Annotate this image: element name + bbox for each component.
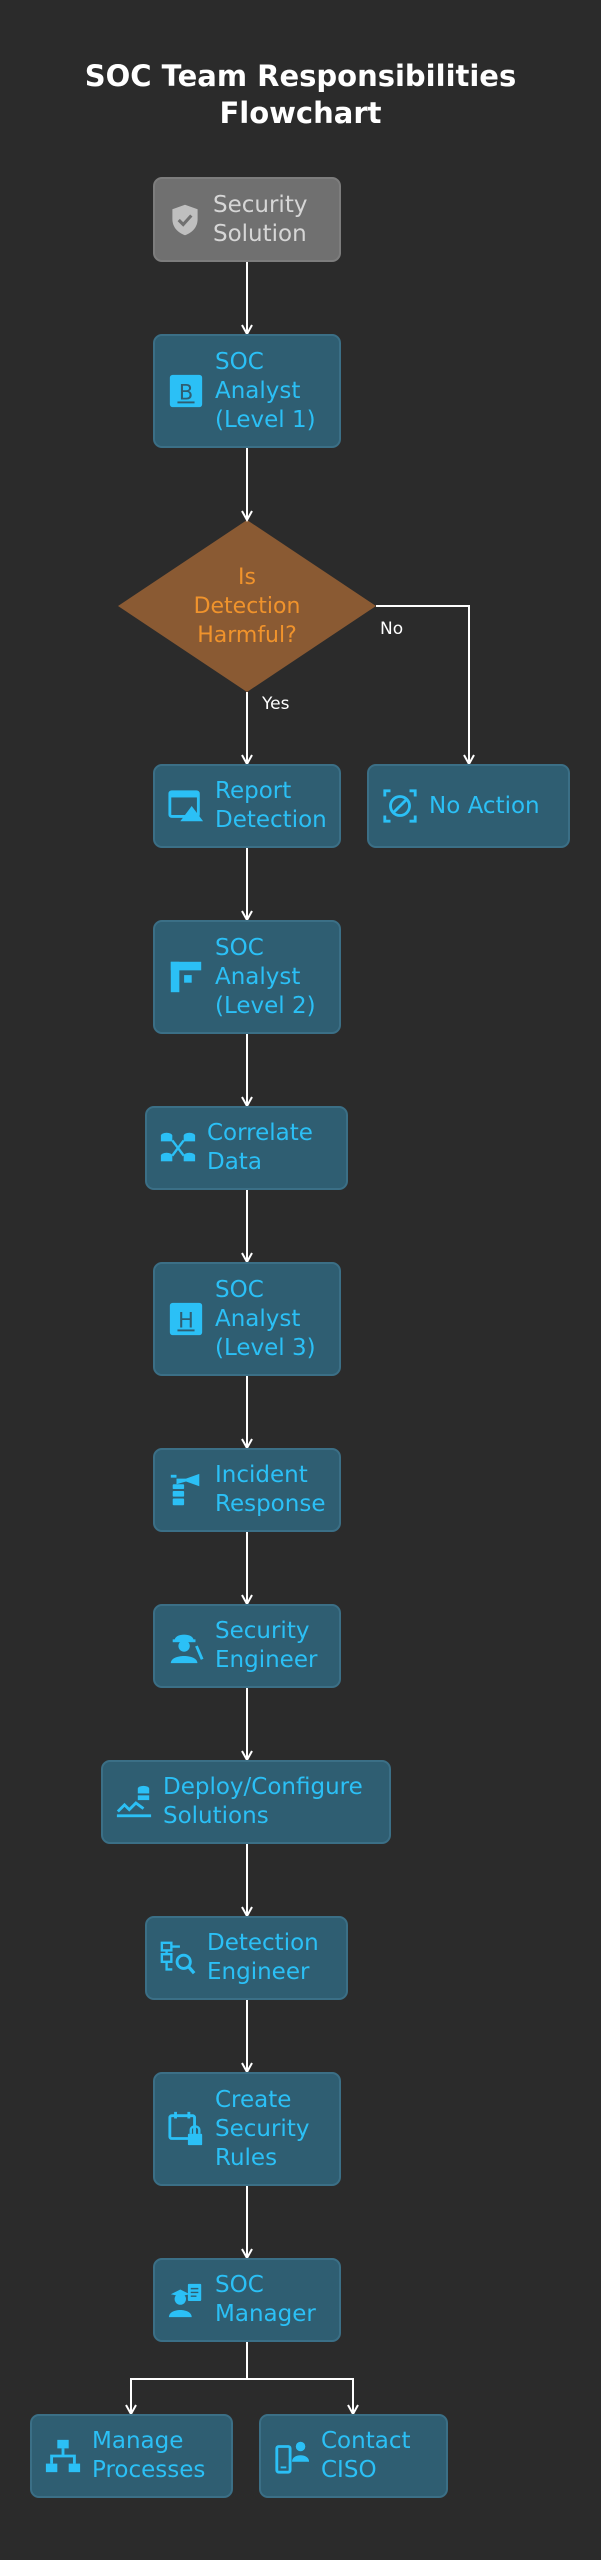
node-label: Report Detection: [215, 778, 327, 833]
analyst-l2-icon: [170, 961, 202, 993]
node-detection-engineer[interactable]: Detection Engineer: [145, 1916, 348, 2000]
manager-icon: [168, 2283, 202, 2318]
badge-h-icon: H: [169, 1302, 203, 1336]
node-label: SOC Analyst (Level 2): [215, 934, 316, 1019]
title-line-2: Flowchart: [219, 96, 382, 130]
page-title: SOC Team Responsibilities Flowchart: [0, 58, 601, 132]
node-correlate-data[interactable]: Correlate Data: [145, 1106, 348, 1190]
node-label: Correlate Data: [207, 1120, 313, 1175]
decision-diamond: [118, 520, 376, 692]
node-label: SOC Manager: [215, 2272, 316, 2327]
node-label: Contact CISO: [321, 2428, 411, 2483]
decision-label: Is Detection Harmful?: [193, 565, 301, 648]
node-no-action[interactable]: No Action: [367, 764, 570, 848]
node-security-engineer[interactable]: Security Engineer: [153, 1604, 341, 1688]
svg-text:H: H: [178, 1309, 194, 1333]
node-soc-manager[interactable]: SOC Manager: [153, 2258, 341, 2342]
edge-is-detection-harmful-to-no-action: [376, 605, 469, 764]
node-contact-ciso[interactable]: Contact CISO: [259, 2414, 448, 2498]
calendar-lock-icon: [168, 2111, 203, 2146]
title-line-1: SOC Team Responsibilities: [84, 59, 517, 93]
process-tree-icon: [45, 2439, 81, 2473]
node-soc-analyst-l2[interactable]: SOC Analyst (Level 2): [153, 920, 341, 1034]
edge-soc-manager-to-contact-ciso: [246, 2342, 353, 2414]
node-label: SOC Analyst (Level 3): [215, 1276, 316, 1361]
shield-check-icon: [172, 204, 198, 235]
node-label: Security Solution: [213, 191, 308, 247]
edge-label-no: No: [380, 619, 404, 639]
node-report-detection[interactable]: Report Detection: [153, 764, 341, 848]
node-label: Manage Processes: [92, 2428, 206, 2483]
cancel-circle-icon: [383, 789, 417, 823]
node-deploy-configure[interactable]: Deploy/Configure Solutions: [101, 1760, 391, 1844]
database-link-icon: [160, 1132, 196, 1162]
edge-label-yes: Yes: [262, 694, 290, 714]
node-label: SOC Analyst (Level 1): [215, 348, 316, 433]
node-soc-analyst-l3[interactable]: H SOC Analyst (Level 3): [153, 1262, 341, 1376]
node-label: No Action: [429, 792, 540, 819]
search-diagram-icon: [160, 1941, 196, 1975]
node-security-solution[interactable]: Security Solution: [153, 177, 341, 262]
phone-contact-icon: [275, 2441, 310, 2474]
node-label: Deploy/Configure Solutions: [163, 1774, 363, 1829]
svg-text:B: B: [179, 381, 193, 405]
node-create-security-rules[interactable]: Create Security Rules: [153, 2072, 341, 2186]
node-label: Incident Response: [215, 1462, 326, 1517]
fire-extinguisher-icon: [170, 1473, 200, 1506]
node-soc-analyst-l1[interactable]: B SOC Analyst (Level 1): [153, 334, 341, 448]
node-incident-response[interactable]: Incident Response: [153, 1448, 341, 1532]
node-label: Create Security Rules: [215, 2086, 310, 2171]
deploy-server-icon: [116, 1785, 152, 1818]
report-window-icon: [168, 790, 204, 822]
edge-soc-manager-to-manage-processes: [131, 2342, 248, 2414]
node-manage-processes[interactable]: Manage Processes: [30, 2414, 233, 2498]
node-label: Security Engineer: [215, 1618, 318, 1673]
node-label: Detection Engineer: [207, 1930, 319, 1985]
badge-b-icon: B: [169, 374, 203, 408]
engineer-icon: [170, 1634, 204, 1664]
